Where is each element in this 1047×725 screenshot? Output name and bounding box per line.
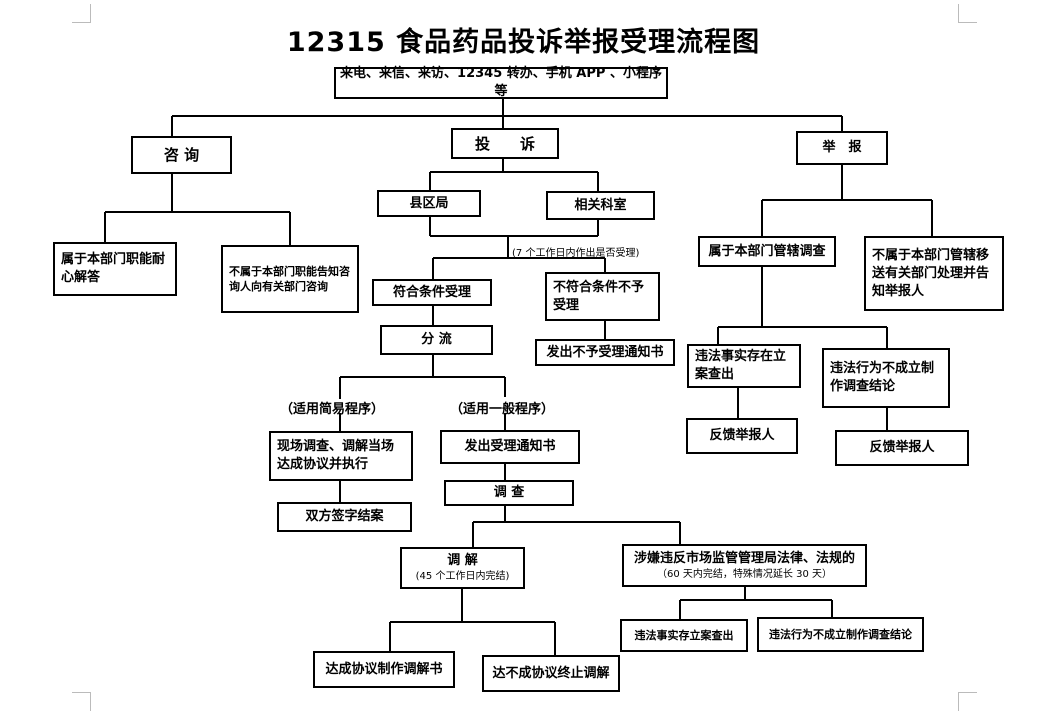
- node-county: 县区局: [377, 190, 481, 217]
- node-consult: 咨 询: [131, 136, 232, 174]
- node-case-filed: 违法事实存立案查出: [620, 619, 748, 652]
- page-corner-mark: [958, 692, 977, 711]
- label-deadline-7days: (7 个工作日内作出是否受理): [512, 248, 640, 259]
- node-mediate-label: 调 解: [447, 553, 478, 568]
- node-reject: 不符合条件不予受理: [545, 272, 660, 321]
- node-not-agree: 达不成协议终止调解: [482, 655, 620, 692]
- node-illegal-label: 涉嫌违反市场监管管理局法律、法规的: [633, 550, 855, 566]
- node-investigate: 调 查: [444, 480, 574, 506]
- node-no-case: 违法行为不成立制作调查结论: [757, 617, 924, 652]
- node-report-own: 属于本部门管辖调查: [698, 236, 836, 267]
- node-feedback-1: 反馈举报人: [686, 418, 798, 454]
- label-general-procedure: （适用一般程序）: [450, 402, 555, 417]
- node-source: 来电、来信、来访、12345 转办、手机 APP 、小程序等: [334, 66, 668, 99]
- page-corner-mark: [72, 4, 91, 23]
- node-illegal: 涉嫌违反市场监管管理局法律、法规的 （60 天内完结，特殊情况延长 30 天）: [622, 544, 867, 587]
- node-report-no-fact: 违法行为不成立制作调查结论: [822, 348, 950, 408]
- diagram-title: 12315 食品药品投诉举报受理流程图: [286, 27, 761, 58]
- node-mediate-note: (45 个工作日内完结): [415, 571, 510, 582]
- node-consult-notify: 不属于本部门职能告知咨询人向有关部门咨询: [221, 245, 359, 313]
- page-corner-mark: [958, 4, 977, 23]
- node-report-transfer: 不属于本部门管辖移送有关部门处理并告知举报人: [864, 236, 1004, 311]
- node-mediate: 调 解 (45 个工作日内完结): [400, 547, 525, 589]
- node-accept-notice: 发出受理通知书: [440, 430, 580, 464]
- node-feedback-2: 反馈举报人: [835, 430, 969, 466]
- node-sign-close: 双方签字结案: [277, 502, 412, 532]
- node-illegal-note: （60 天内完结，特殊情况延长 30 天）: [657, 568, 832, 580]
- node-report-fact: 违法事实存在立案查出: [687, 344, 801, 388]
- node-divert: 分 流: [380, 325, 493, 355]
- label-simple-procedure: （适用简易程序）: [280, 402, 385, 417]
- node-dept: 相关科室: [546, 191, 655, 220]
- node-consult-answer: 属于本部门职能耐心解答: [53, 242, 177, 296]
- node-onsite-mediation: 现场调查、调解当场达成协议并执行: [269, 431, 413, 481]
- node-agree-doc: 达成协议制作调解书: [313, 651, 455, 688]
- node-report: 举 报: [796, 131, 888, 165]
- page-corner-mark: [72, 692, 91, 711]
- node-accept: 符合条件受理: [372, 279, 492, 306]
- node-complaint: 投 诉: [451, 128, 559, 159]
- node-reject-notice: 发出不予受理通知书: [535, 339, 675, 366]
